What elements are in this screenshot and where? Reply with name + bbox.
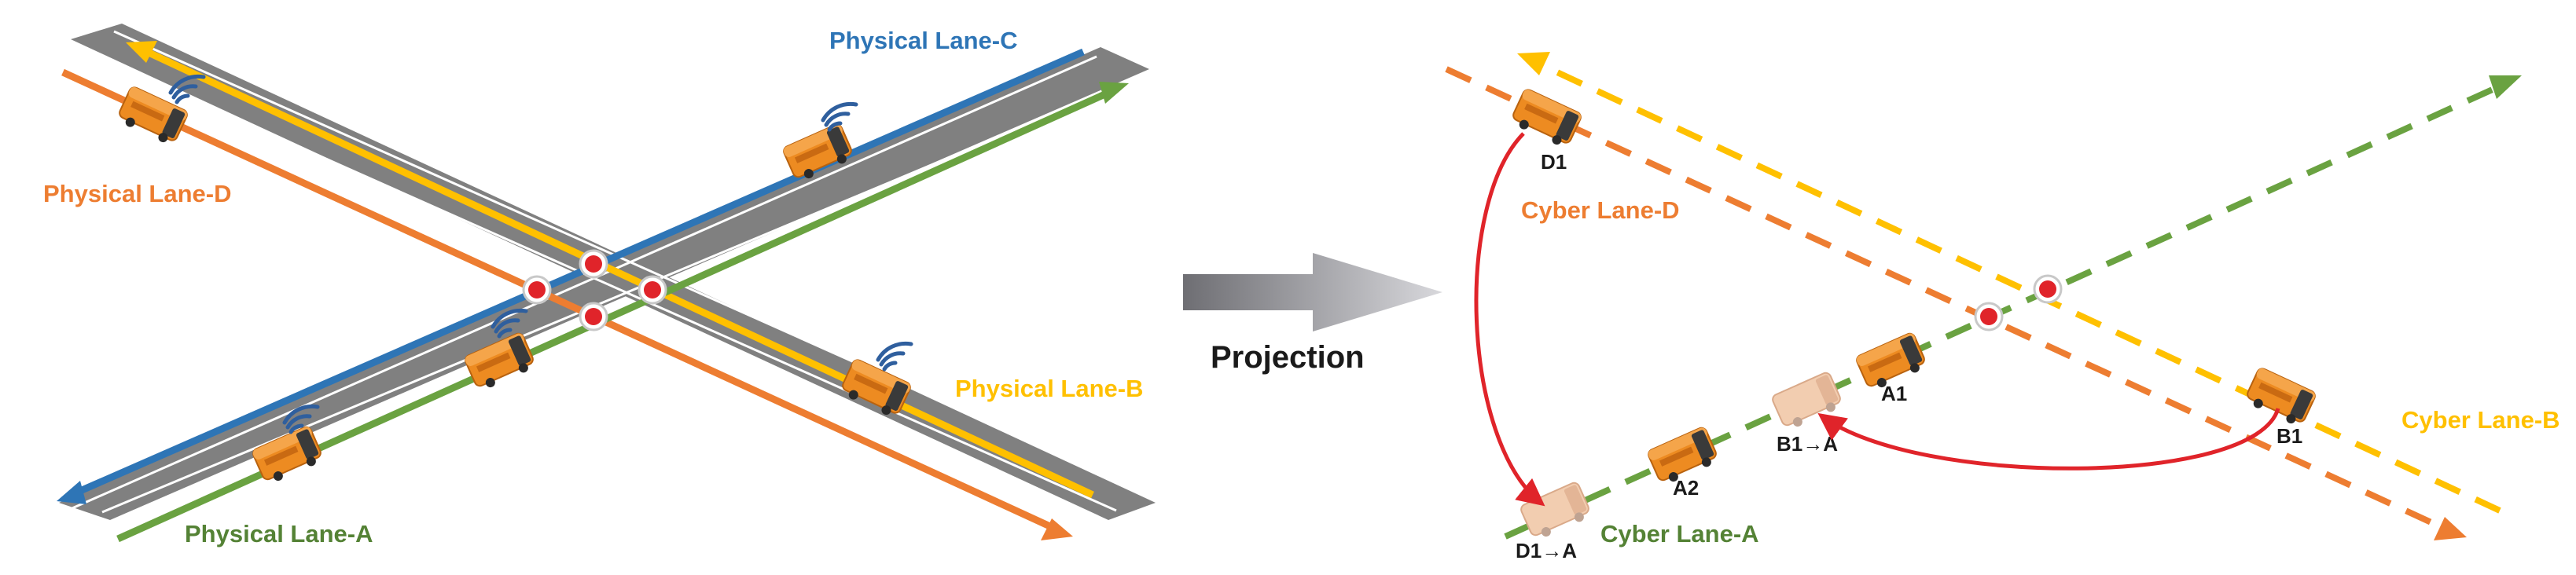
cyber-lane-d-label: Cyber Lane-D — [1521, 196, 1680, 224]
lane-b-arrowhead — [126, 41, 157, 63]
cyber-lane-a-arrowhead — [2489, 75, 2522, 99]
physical-lane-c-label: Physical Lane-C — [829, 27, 1017, 54]
lane-c-arrowhead — [57, 481, 86, 504]
lane-d-arrowhead — [1041, 518, 1073, 540]
vehicle-d1-to-a-label: D1→A — [1516, 539, 1577, 562]
physical-lane-b-label: Physical Lane-B — [955, 375, 1143, 402]
vehicle-b1 — [2242, 366, 2318, 430]
physical-lane-d-label: Physical Lane-D — [43, 180, 231, 207]
conflict-point — [2033, 274, 2063, 304]
wireless-signal-icon — [878, 343, 911, 369]
cyber-lane-b-arrowhead — [1517, 52, 1550, 75]
cyber-lane-b-label: Cyber Lane-B — [2401, 406, 2560, 434]
projection: Projection — [1183, 253, 1442, 375]
physical-lane-a-label: Physical Lane-A — [185, 520, 373, 548]
cyber-space: D1 A1 B1→A A2 B1 D1→A Cyber Lane-D Cyber… — [1445, 52, 2560, 562]
conflict-point — [1974, 302, 2004, 331]
lane-a-arrowhead — [1099, 82, 1129, 104]
physical-intersection: Physical Lane-C Physical Lane-D Physical… — [43, 24, 1156, 548]
physical-lane-c — [57, 48, 1085, 504]
transfer-arrow-d1 — [1474, 132, 1545, 507]
vehicle-d1-label: D1 — [1541, 150, 1567, 174]
conflict-point — [579, 249, 608, 279]
cyber-lane-b — [1517, 52, 2501, 514]
physical-lane-d — [61, 68, 1073, 540]
vehicle-b1-to-a-label: B1→A — [1777, 432, 1838, 456]
cyber-lane-d-arrowhead — [2434, 517, 2467, 540]
conflict-point — [522, 275, 552, 305]
conflict-point — [579, 302, 608, 331]
transfer-arrow-b1 — [1817, 408, 2280, 471]
vehicle-b1-label: B1 — [2277, 424, 2302, 448]
vehicle-a2-label: A2 — [1673, 476, 1699, 500]
vehicle-a1-label: A1 — [1881, 382, 1907, 405]
cyber-lane-a-label: Cyber Lane-A — [1600, 520, 1759, 548]
conflict-point — [638, 275, 667, 305]
physical-lane-b — [126, 41, 1094, 499]
projection-label: Projection — [1211, 340, 1365, 375]
right-arrow-icon — [1183, 253, 1442, 331]
vehicle-d1 — [1508, 87, 1584, 151]
cyber-lane-d — [1445, 66, 2467, 540]
